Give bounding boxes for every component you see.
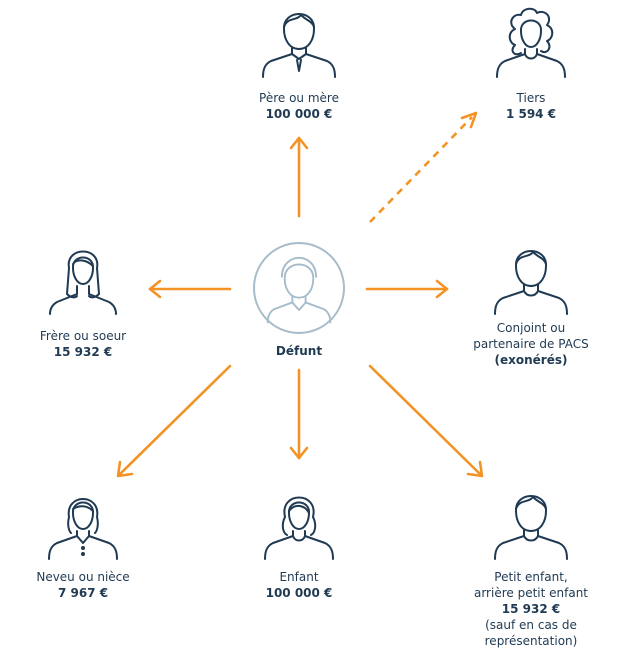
grandchild-line2: arrière petit enfant — [473, 586, 589, 600]
child-name: Enfant — [279, 570, 319, 584]
arrow-to-nephew — [116, 364, 232, 478]
parent-name: Père ou mère — [259, 91, 339, 105]
nephew-name: Neveu ou nièce — [36, 570, 130, 584]
arrow-to-parent — [289, 136, 309, 218]
woman-icon — [264, 496, 334, 560]
man-icon — [262, 13, 336, 78]
grandchild-note2: représentation) — [484, 634, 578, 648]
man-icon — [494, 250, 568, 315]
sibling-label: Frère ou soeur 15 932 € — [40, 328, 126, 360]
nephew-amount: 7 967 € — [57, 586, 109, 600]
curly-woman-icon — [496, 7, 566, 78]
parent-amount: 100 000 € — [265, 107, 333, 121]
tiers-name: Tiers — [516, 91, 546, 105]
nephew-label: Neveu ou nièce 7 967 € — [36, 569, 129, 601]
grandchild-amount: 15 932 € — [501, 602, 561, 616]
spouse-label: Conjoint ou partenaire de PACS (exonérés… — [473, 320, 588, 368]
tiers-amount: 1 594 € — [505, 107, 557, 121]
arrow-to-spouse — [365, 279, 449, 299]
spouse-note: (exonérés) — [494, 353, 568, 367]
sibling-amount: 15 932 € — [53, 345, 113, 359]
long-hair-woman-icon — [49, 250, 117, 315]
deceased-name: Défunt — [275, 344, 323, 358]
spouse-line2: partenaire de PACS — [473, 337, 589, 351]
tiers-label: Tiers 1 594 € — [506, 90, 556, 122]
child-amount: 100 000 € — [265, 586, 333, 600]
woman-bun-icon — [48, 498, 118, 560]
arrow-to-grandchild — [368, 364, 484, 478]
arrow-to-sibling — [148, 279, 232, 299]
sibling-name: Frère ou soeur — [39, 329, 127, 343]
spouse-line1: Conjoint ou — [496, 321, 566, 335]
arrow-to-child — [289, 368, 309, 460]
deceased-man-icon — [253, 242, 345, 334]
deceased-label: Défunt — [276, 343, 322, 359]
grandchild-label: Petit enfant, arrière petit enfant 15 93… — [474, 569, 588, 649]
man-icon — [494, 495, 568, 560]
arrow-to-tiers-dashed — [369, 111, 478, 223]
parent-label: Père ou mère 100 000 € — [259, 90, 339, 122]
grandchild-line1: Petit enfant, — [494, 570, 568, 584]
child-label: Enfant 100 000 € — [266, 569, 333, 601]
grandchild-note1: (sauf en cas de — [485, 618, 577, 632]
